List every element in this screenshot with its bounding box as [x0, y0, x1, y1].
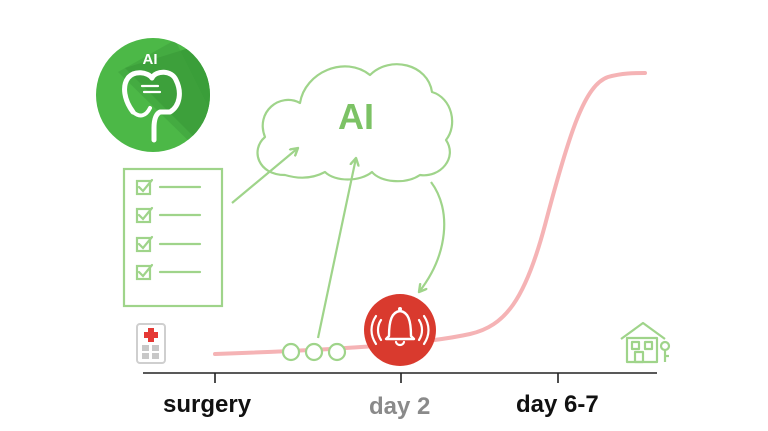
badge-label: AI: [143, 51, 158, 68]
arrow-data-to-cloud: [316, 158, 356, 339]
arrow-cloud-to-alarm: [419, 181, 446, 292]
checklist-icon: [122, 167, 224, 308]
tick-label-surgery: surgery: [163, 391, 252, 418]
ai-cloud: AI: [256, 63, 454, 183]
home-icon: [620, 321, 671, 364]
data-point: [281, 342, 301, 362]
alarm-bell-icon: [364, 294, 436, 366]
tick-label-day-2: day 2: [369, 393, 431, 420]
cloud-label: AI: [338, 96, 374, 137]
data-point: [327, 342, 347, 362]
data-point: [304, 342, 324, 362]
arrow-checklist-to-cloud: [231, 148, 298, 204]
data-points: [281, 342, 347, 362]
tick-label-day-6-7: day 6-7: [516, 391, 599, 418]
colon-icon: AI: [96, 38, 210, 152]
hospital-icon: [136, 323, 166, 364]
